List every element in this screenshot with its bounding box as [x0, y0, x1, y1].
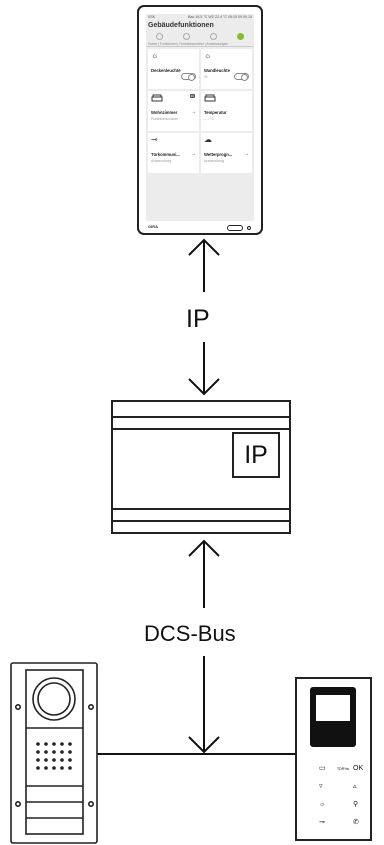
- back-icon[interactable]: [156, 32, 163, 40]
- status-right: Bad 18.5 °C WZ 22.4 °C 09:15 09.09.15: [187, 15, 252, 19]
- arrow-right-icon: →: [244, 151, 249, 157]
- grille-dot: [52, 742, 56, 746]
- tile-sub: Funktionsordner: [151, 117, 179, 121]
- grille-dot: [60, 742, 64, 746]
- grille-dot: [36, 742, 40, 746]
- door-station: [10, 662, 98, 844]
- nav-bar: [146, 30, 254, 42]
- volume-down-icon[interactable]: ▿: [319, 783, 323, 790]
- tile-wohnzimmer[interactable]: 10 Wohnzimmer Funktionsordner →: [148, 91, 199, 131]
- tile-wandleuchte[interactable]: ☼ Wandleuchte %: [201, 49, 252, 89]
- settings-icon[interactable]: [210, 32, 217, 40]
- grille-dot: [44, 742, 48, 746]
- grille-dot: [68, 758, 72, 762]
- tablet-screen: SSK Bad 18.5 °C WZ 22.4 °C 09:15 09.09.1…: [146, 14, 254, 221]
- power-icon[interactable]: [237, 32, 244, 40]
- display-key-icon[interactable]: ▭: [319, 765, 326, 772]
- tile-temperatur[interactable]: Temperatur --.- °C: [201, 91, 252, 131]
- sofa-icon: [151, 94, 163, 102]
- app-title: Gebäudefunktionen: [148, 22, 214, 29]
- toggle-switch[interactable]: [181, 73, 196, 81]
- grille-dot: [52, 766, 56, 770]
- tile-label: Türkommuni...: [151, 152, 180, 157]
- status-left: SSK: [148, 15, 156, 19]
- light-icon[interactable]: ☼: [319, 801, 326, 808]
- status-bar: SSK Bad 18.5 °C WZ 22.4 °C 09:15 09.09.1…: [146, 14, 254, 20]
- door-opener-key-icon[interactable]: ⊸: [319, 819, 325, 826]
- arrow-right-icon: →: [191, 151, 196, 157]
- tile-sub: %: [204, 75, 208, 79]
- grille-dot: [52, 750, 56, 754]
- breadcrumb: Home | Funktionen | Funktionsordner | An…: [146, 42, 254, 47]
- indoor-display: [310, 687, 356, 747]
- grille-dot: [68, 766, 72, 770]
- dcs-bus-label: DCS-Bus: [144, 621, 236, 646]
- grille-dot: [44, 758, 48, 762]
- brand-logo: GIRA: [148, 224, 158, 229]
- grille-dot: [36, 750, 40, 754]
- grille-dot: [36, 766, 40, 770]
- camera-icon: [247, 226, 251, 230]
- sofa-icon: [204, 94, 216, 102]
- grille-dot: [36, 758, 40, 762]
- indoor-station: ▭ TDR%s OK ▿ ▵ ☼ ⚲ ⊸ ✆: [295, 677, 372, 841]
- count-badge: 10: [189, 94, 195, 98]
- tile-deckenleuchte[interactable]: ☼ Deckenleuchte: [148, 49, 199, 89]
- tile-label: Temperatur: [204, 110, 227, 115]
- video-window: [316, 695, 350, 721]
- toggle-switch[interactable]: [234, 73, 249, 81]
- gateway-rail-line: [113, 428, 289, 430]
- function-tiles: ☼ Deckenleuchte ☼ Wandleuchte % 10 Wohnz…: [146, 47, 254, 175]
- grille-dot: [60, 750, 64, 754]
- grille-dot: [44, 750, 48, 754]
- home-button[interactable]: [227, 225, 243, 231]
- tile-label: Wetterprogn...: [204, 152, 233, 157]
- menu-icon[interactable]: [183, 32, 190, 40]
- tile-tuerkommunikation[interactable]: ⊸ Türkommuni... Anwendung →: [148, 133, 199, 173]
- tile-sub: --.- °C: [204, 117, 215, 121]
- mute-icon[interactable]: ⚲: [353, 801, 359, 808]
- grille-dot: [44, 766, 48, 770]
- weather-icon: ☁: [204, 135, 212, 144]
- indoor-small-label: TDR%s: [337, 767, 350, 771]
- volume-up-icon[interactable]: ▵: [353, 783, 357, 790]
- arrow-right-icon: →: [191, 109, 196, 115]
- tile-label: Wohnzimmer: [151, 110, 178, 115]
- tile-label: Deckenleuchte: [151, 68, 181, 73]
- grille-dot: [68, 742, 72, 746]
- light-icon: ☼: [151, 51, 159, 60]
- phone-icon[interactable]: ✆: [353, 819, 359, 826]
- grille-dot: [52, 758, 56, 762]
- tablet-control-panel: SSK Bad 18.5 °C WZ 22.4 °C 09:15 09.09.1…: [137, 5, 263, 235]
- light-icon: ☼: [204, 51, 212, 60]
- grille-dot: [60, 766, 64, 770]
- speaker-grille: [36, 742, 72, 770]
- gateway-rail-line: [113, 520, 289, 522]
- tile-sub: Anwendung: [151, 159, 172, 163]
- tile-wetterprognose[interactable]: ☁ Wetterprogn... Anwendung →: [201, 133, 252, 173]
- dcs-bus-link-arrow: [188, 539, 220, 754]
- ok-key[interactable]: OK: [353, 765, 364, 772]
- ip-gateway-device: IP: [111, 400, 291, 534]
- tile-sub: Anwendung: [204, 159, 225, 163]
- ip-link-label: IP: [186, 305, 210, 333]
- grille-dot: [60, 758, 64, 762]
- ip-link-arrow: [188, 238, 220, 396]
- gateway-rail-line: [113, 416, 289, 418]
- key-icon: ⊸: [151, 135, 158, 144]
- gateway-rail-line: [113, 508, 289, 510]
- gateway-ip-label: IP: [232, 432, 280, 478]
- grille-dot: [68, 750, 72, 754]
- tile-label: Wandleuchte: [204, 68, 230, 73]
